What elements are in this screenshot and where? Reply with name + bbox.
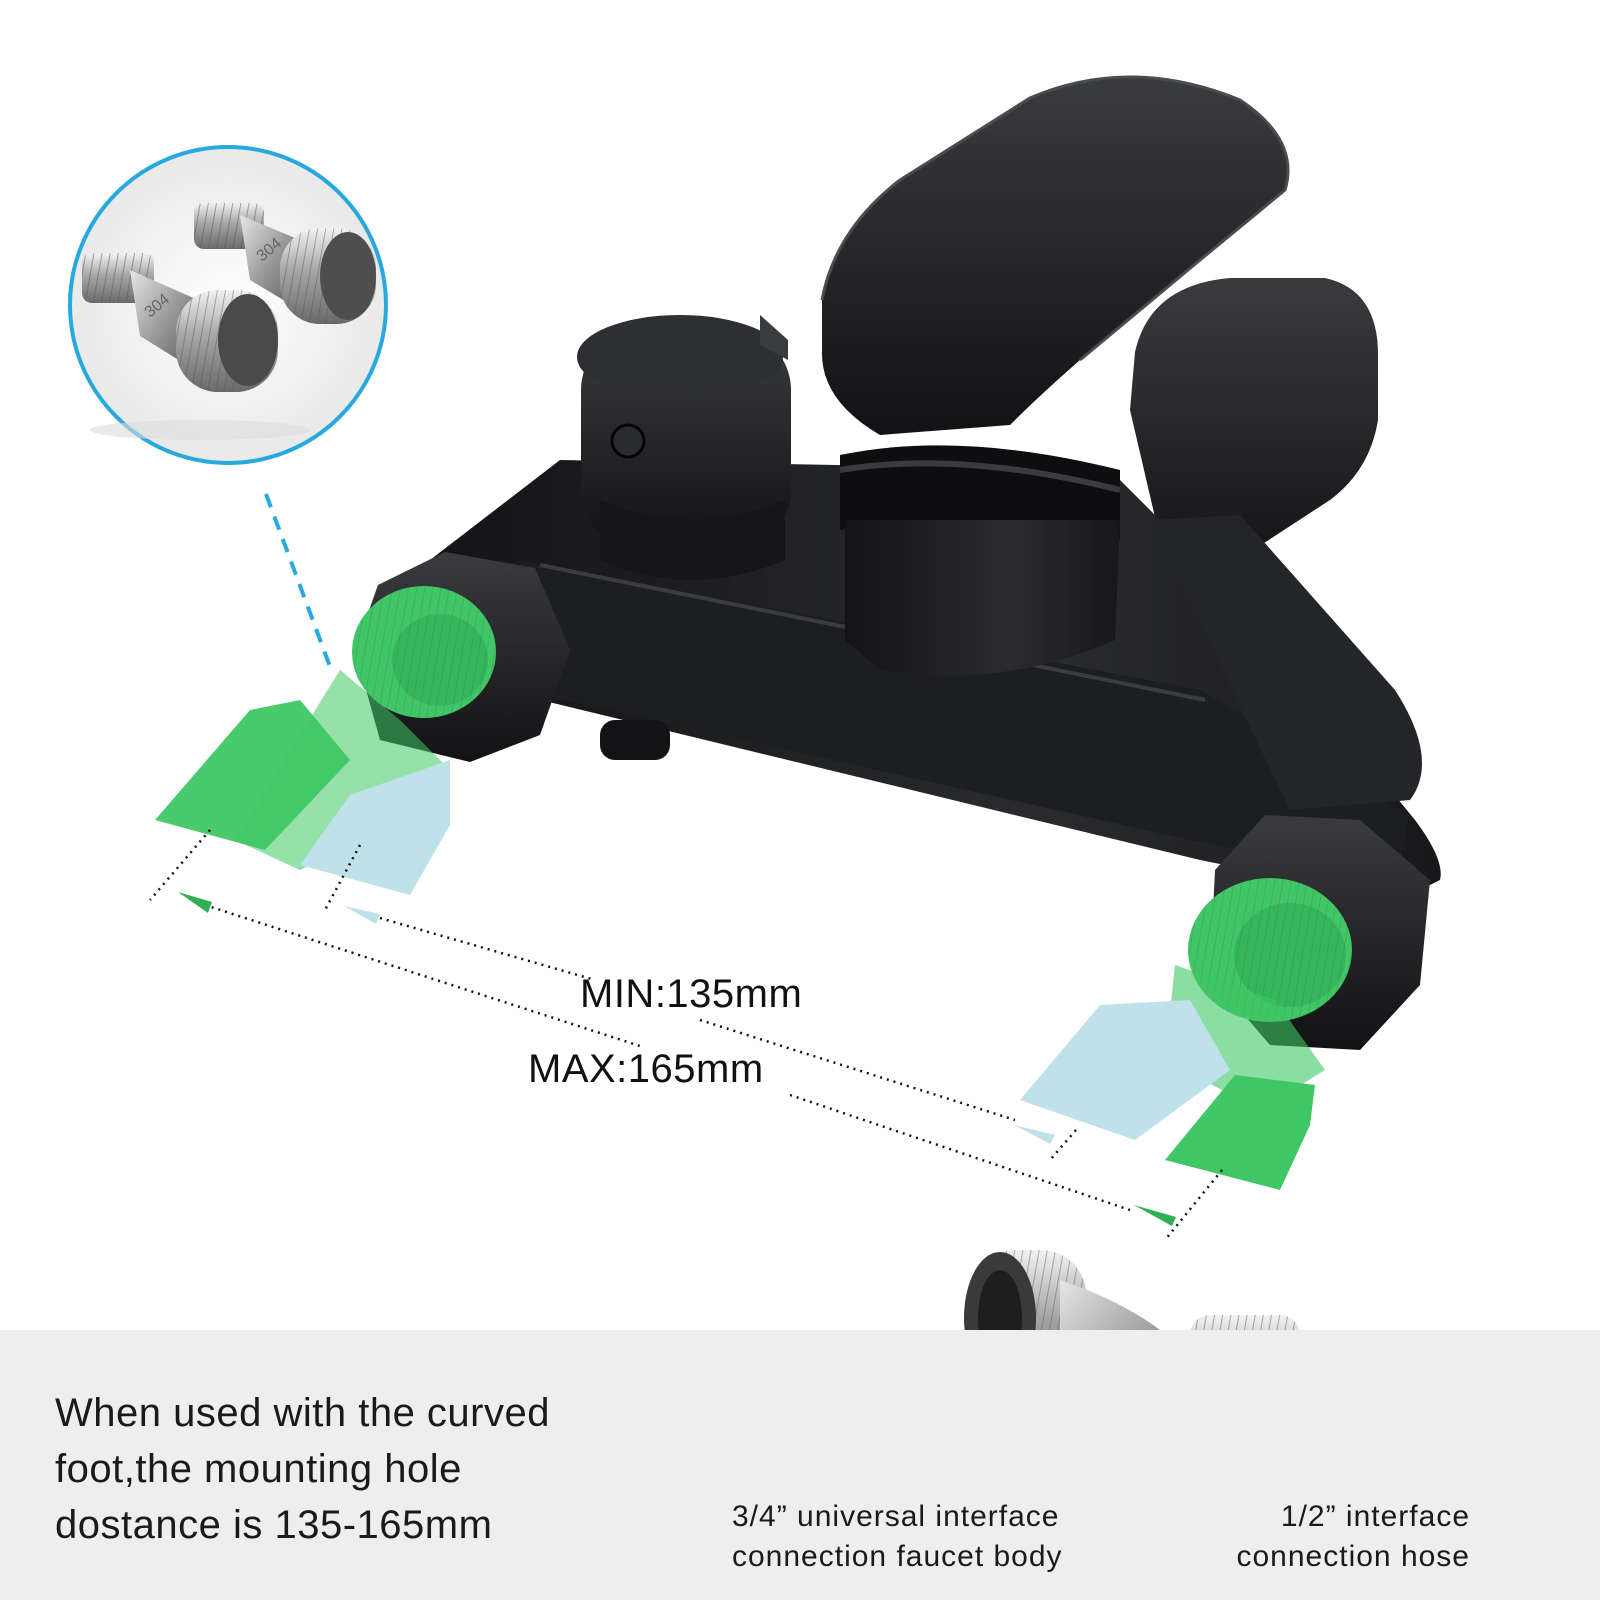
dimension-lines [149, 829, 1223, 1241]
body-interface-label: 3/4” universal interface connection fauc… [732, 1497, 1063, 1577]
note-line: When used with the curved [55, 1391, 550, 1435]
connector-back-icon: 304 [194, 203, 376, 324]
left-hex-nut [352, 552, 570, 762]
hose-interface-line: connection hose [1236, 1540, 1470, 1573]
hose-interface-label: 1/2” interface connection hose [1150, 1497, 1470, 1577]
connector-front-icon: 304 [82, 253, 278, 392]
note-line: dostance is 135-165mm [55, 1503, 493, 1547]
min-distance-label: MIN:135mm [580, 972, 803, 1016]
right-offset-feet [1020, 965, 1325, 1190]
callout-magnifier: 304 304 [68, 145, 388, 465]
body-interface-line: 3/4” universal interface [732, 1500, 1060, 1533]
callout-leader [264, 493, 334, 673]
mounting-note: When used with the curved foot,the mount… [55, 1385, 675, 1553]
max-distance-label: MAX:165mm [528, 1047, 764, 1091]
lever-handle [820, 75, 1290, 676]
left-offset-feet [155, 670, 450, 895]
note-line: foot,the mounting hole [55, 1447, 462, 1491]
body-interface-line: connection faucet body [732, 1540, 1063, 1573]
bottom-stub [600, 720, 670, 760]
caption-band [0, 1330, 1600, 1600]
diverter-knob [577, 315, 791, 580]
faucet-body [352, 75, 1441, 1050]
dimension-arrows [178, 892, 1176, 1226]
hose-interface-line: 1/2” interface [1280, 1500, 1470, 1533]
